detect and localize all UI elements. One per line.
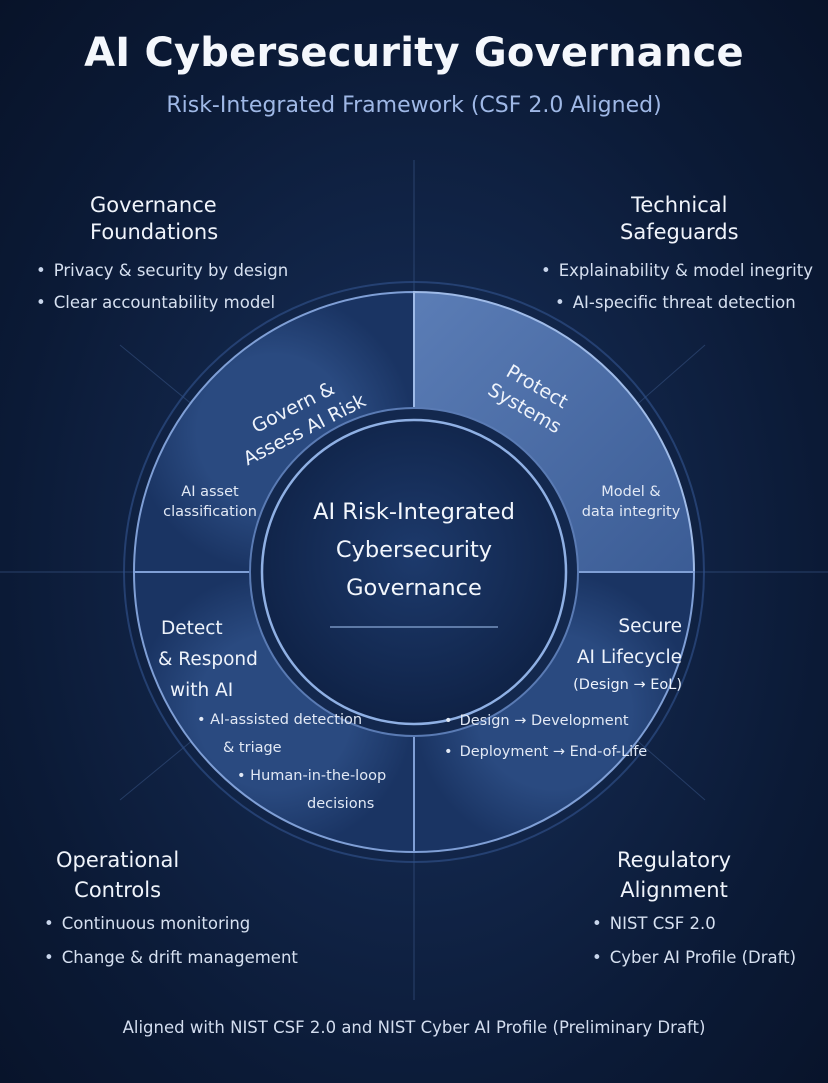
list-item: Deployment → End-of-Life [444,737,648,768]
list-item: Privacy & security by design [36,255,288,287]
list-item: • Human-in-the-loop [237,768,387,784]
protect-detail-line1: Model & [601,484,661,500]
governance-foundations-list: Privacy & security by design Clear accou… [36,255,288,319]
secure-label: Secure AI Lifecycle (Design → EoL) [532,611,682,697]
regulatory-alignment-list: NIST CSF 2.0 Cyber AI Profile (Draft) [592,907,796,975]
list-item: NIST CSF 2.0 [592,907,796,941]
list-item: Change & drift management [44,941,298,975]
secure-label-line2: AI Lifecycle [576,647,682,668]
list-item: AI-specific threat detection [541,287,813,319]
outer-ring-glow [123,281,705,863]
detect-label-line3: with AI [170,680,234,701]
list-item: • AI-assisted detection [197,712,363,728]
quadrant-governance-foundations: Governance Foundations [90,192,218,246]
govern-detail-line1: AI asset [181,484,239,500]
list-item-continued: & triage [223,740,282,756]
list-item: Explainability & model inegrity [541,255,813,287]
quadrant-title-line1: Regulatory [617,848,732,872]
quadrant-title-line2: Controls [74,878,162,902]
page-title: AI Cybersecurity Governance [84,30,744,76]
center-line2: Cybersecurity [335,537,493,563]
quadrant-operational-controls: Operational Controls [56,845,179,905]
secure-label-line3: (Design → EoL) [573,677,682,693]
detect-bullets: • AI-assisted detection & triage • Human… [197,706,386,818]
technical-safeguards-list: Explainability & model inegrity AI-speci… [541,255,813,319]
center-core [260,418,568,726]
quadrant-title-line2: Safeguards [620,220,739,244]
quadrant-title-line1: Technical [631,193,728,217]
detect-label-line1: Detect [161,618,223,639]
protect-detail: Model & data integrity [572,482,690,522]
govern-detail: AI asset classification [160,482,260,522]
protect-detail-line2: data integrity [581,504,681,520]
quadrant-technical-safeguards: Technical Safeguards [620,192,739,246]
footer-note: Aligned with NIST CSF 2.0 and NIST Cyber… [122,1018,706,1037]
list-item: Continuous monitoring [44,907,298,941]
center-line1: AI Risk-Integrated [313,499,515,525]
center-line3: Governance [346,575,482,601]
quadrant-title-line1: Operational [56,848,180,872]
list-item: Cyber AI Profile (Draft) [592,941,796,975]
govern-detail-line2: classification [163,504,257,520]
detect-label: Detect & Respond with AI [158,613,258,706]
list-item: Design → Development [444,706,647,737]
quadrant-regulatory-alignment: Regulatory Alignment [617,845,731,905]
quadrant-title-line2: Foundations [90,220,219,244]
secure-bullets: Design → Development Deployment → End-of… [444,706,648,768]
page-subtitle: Risk-Integrated Framework (CSF 2.0 Align… [166,93,662,118]
list-item: Clear accountability model [36,287,288,319]
center-title: AI Risk-Integrated Cybersecurity Governa… [264,493,564,607]
list-item-continued: decisions [307,796,375,812]
quadrant-title-line1: Governance [90,193,217,217]
quadrant-title-line2: Alignment [620,878,728,902]
operational-controls-list: Continuous monitoring Change & drift man… [44,907,298,975]
secure-label-line1: Secure [618,616,682,637]
detect-label-line2: & Respond [158,649,258,670]
